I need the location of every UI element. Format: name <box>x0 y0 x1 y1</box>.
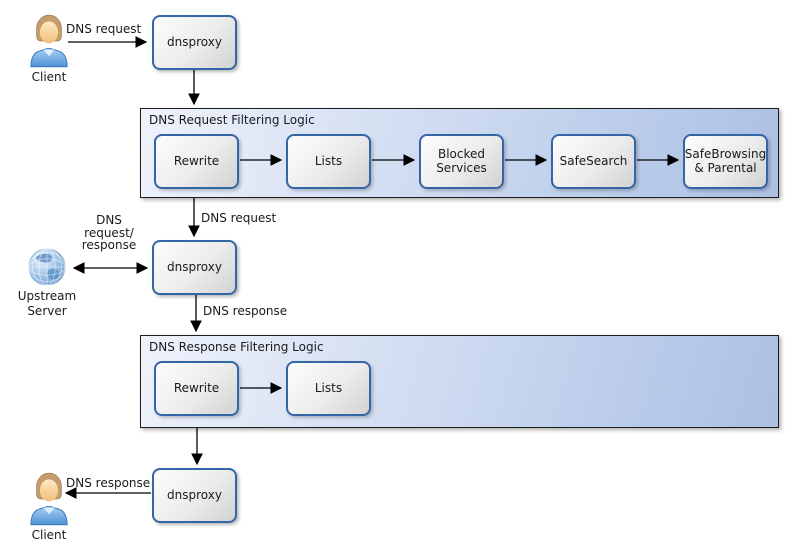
client-icon <box>30 472 68 526</box>
globe-icon <box>28 248 66 286</box>
request-filtering-title: DNS Request Filtering Logic <box>149 113 315 127</box>
client-bottom-label: Client <box>31 528 67 542</box>
client-bottom: Client <box>25 470 73 543</box>
step-rewrite-response: Rewrite <box>154 361 239 416</box>
step-rewrite: Rewrite <box>154 134 239 189</box>
step-lists-response: Lists <box>286 361 371 416</box>
upstream-server-label: Upstream Server <box>17 289 77 318</box>
step-lists: Lists <box>286 134 371 189</box>
label-dns-response-middle: DNS response <box>203 304 288 318</box>
step-safebrowsing: SafeBrowsing & Parental <box>683 134 768 189</box>
dnsproxy-middle-box: dnsproxy <box>152 240 237 295</box>
dnsproxy-bottom-box: dnsproxy <box>152 468 237 523</box>
client-icon <box>30 14 68 68</box>
client-top: Client <box>25 12 73 85</box>
step-safesearch: SafeSearch <box>551 134 636 189</box>
response-filtering-group: DNS Response Filtering Logic Rewrite Lis… <box>140 335 779 428</box>
response-filtering-title: DNS Response Filtering Logic <box>149 340 324 354</box>
label-dns-request-top: DNS request <box>66 22 142 36</box>
client-top-label: Client <box>31 70 67 84</box>
step-blocked-services: Blocked Services <box>419 134 504 189</box>
dnsproxy-top-box: dnsproxy <box>152 15 237 70</box>
request-filtering-group: DNS Request Filtering Logic Rewrite List… <box>140 108 779 198</box>
label-dns-response-bottom: DNS response <box>66 476 151 490</box>
upstream-server: Upstream Server <box>7 247 87 318</box>
label-dns-request-middle: DNS request <box>201 211 277 225</box>
label-dns-request-response: DNS request/ response <box>81 213 137 253</box>
